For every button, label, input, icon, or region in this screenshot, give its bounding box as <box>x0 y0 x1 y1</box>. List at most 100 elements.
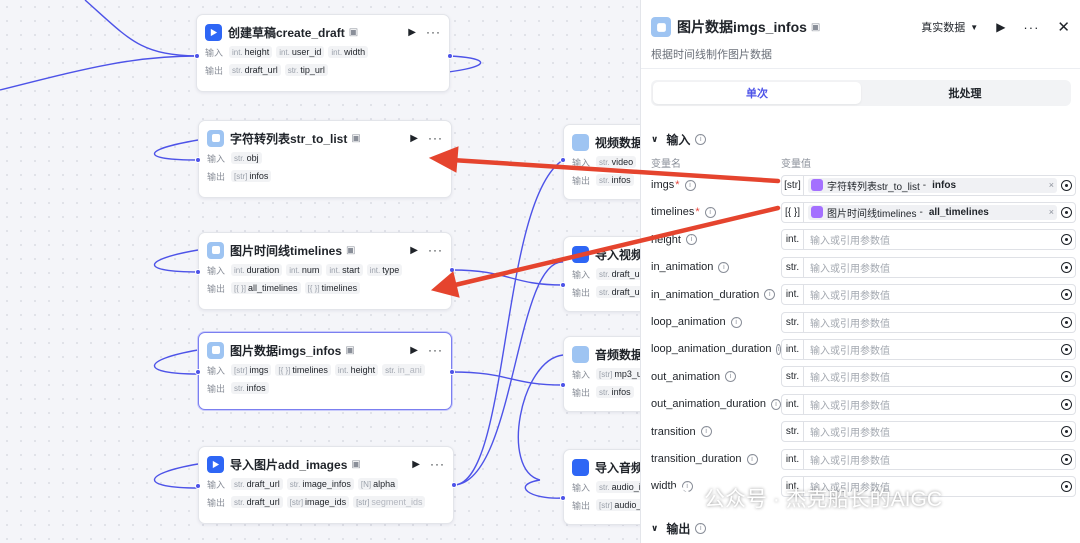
input-tag: str.draft_url <box>596 268 640 280</box>
play-icon[interactable]: ▶ <box>996 20 1006 34</box>
info-icon: i <box>684 179 696 191</box>
play-icon[interactable]: ▶ <box>410 132 418 144</box>
variable-picker-icon[interactable] <box>1061 206 1072 218</box>
output-port[interactable] <box>451 482 457 488</box>
play-icon[interactable]: ▶ <box>410 344 418 356</box>
save-icon: ▣ <box>351 458 361 470</box>
input-port[interactable] <box>195 269 201 275</box>
variable-picker-icon[interactable] <box>1061 453 1072 465</box>
play-icon[interactable]: ▶ <box>408 26 416 38</box>
input-port[interactable] <box>195 369 201 375</box>
variable-picker-icon[interactable] <box>1061 480 1072 492</box>
variable-picker-icon[interactable] <box>1061 234 1072 246</box>
mode-dropdown[interactable]: 真实数据 ▼ <box>921 22 979 34</box>
input-port[interactable] <box>194 53 200 59</box>
input-tag: int.height <box>334 364 379 376</box>
variable-picker-icon[interactable] <box>1061 343 1072 355</box>
tab-batch[interactable]: 批处理 <box>948 88 982 100</box>
panel-header: 图片数据imgs_infos ▣ 真实数据 ▼ ▶ ··· ✕ <box>651 16 1070 38</box>
output-section-header[interactable]: ∨ 输出 i <box>651 520 707 537</box>
more-icon[interactable]: ··· <box>1023 19 1040 35</box>
output-port[interactable] <box>449 267 455 273</box>
param-value-input[interactable]: int.输入或引用参数值 <box>781 229 1076 251</box>
input-tag: str.in_ani <box>382 364 425 376</box>
node-config-panel: 图片数据imgs_infos ▣ 真实数据 ▼ ▶ ··· ✕ 根据时间线制作图… <box>640 0 1080 543</box>
plugin-icon <box>207 241 224 259</box>
param-value-input[interactable]: str.输入或引用参数值 <box>781 421 1076 443</box>
variable-picker-icon[interactable] <box>1061 261 1072 273</box>
param-type: int. <box>782 476 804 496</box>
node-create-draft[interactable]: 创建草稿create_draft ▣ ▶ ··· 输入 int.height i… <box>196 14 450 92</box>
node-title: 音频数据 <box>595 347 640 362</box>
input-port[interactable] <box>560 157 566 163</box>
tab-single[interactable]: 单次 <box>653 82 861 104</box>
reference-chip[interactable]: 字符转列表str_to_list-infos× <box>808 177 1057 193</box>
param-value-input[interactable]: str.输入或引用参数值 <box>781 311 1076 333</box>
param-value-input[interactable]: int.输入或引用参数值 <box>781 475 1076 497</box>
input-port[interactable] <box>560 282 566 288</box>
output-tag: str.draft_url <box>596 286 640 298</box>
variable-picker-icon[interactable] <box>1061 398 1072 410</box>
watermark: 公众号 · 杰克船长的AIGC <box>668 483 942 513</box>
param-type: str. <box>782 422 804 442</box>
info-icon: i <box>695 523 707 534</box>
workflow-canvas[interactable]: 创建草稿create_draft ▣ ▶ ··· 输入 int.height i… <box>0 0 640 543</box>
input-port[interactable] <box>560 382 566 388</box>
input-section-header[interactable]: ∨ 输入 i <box>651 131 707 148</box>
variable-picker-icon[interactable] <box>1061 316 1072 328</box>
param-value-input[interactable]: [str]字符转列表str_to_list-infos× <box>781 174 1076 196</box>
play-box-icon <box>572 245 589 263</box>
input-port[interactable] <box>195 483 201 489</box>
param-type: int. <box>782 230 804 250</box>
variable-picker-icon[interactable] <box>1061 179 1072 191</box>
more-icon[interactable]: ··· <box>428 131 443 145</box>
output-port[interactable] <box>449 157 455 163</box>
node-imgs-infos[interactable]: 图片数据imgs_infos ▣ ▶ ··· 输入 [str]imgs [{ }… <box>198 332 452 410</box>
param-placeholder: 输入或引用参数值 <box>810 345 890 357</box>
param-value-input[interactable]: int.输入或引用参数值 <box>781 393 1076 415</box>
param-value-input[interactable]: str.输入或引用参数值 <box>781 366 1076 388</box>
more-icon[interactable]: ··· <box>428 343 443 357</box>
param-type: str. <box>782 312 804 332</box>
node-timelines[interactable]: 图片时间线timelines ▣ ▶ ··· 输入 int.duration i… <box>198 232 452 310</box>
plugin-icon <box>207 341 224 359</box>
output-tag: str.draft_url <box>231 496 283 508</box>
param-value-input[interactable]: int.输入或引用参数值 <box>781 338 1076 360</box>
info-icon: i <box>718 261 730 273</box>
output-port[interactable] <box>449 369 455 375</box>
variable-picker-icon[interactable] <box>1061 289 1072 301</box>
input-tag: [N]alpha <box>357 478 399 490</box>
input-port[interactable] <box>195 157 201 163</box>
more-icon[interactable]: ··· <box>426 25 441 39</box>
play-icon[interactable]: ▶ <box>412 458 420 470</box>
param-value-input[interactable]: int.输入或引用参数值 <box>781 448 1076 470</box>
variable-picker-icon[interactable] <box>1061 371 1072 383</box>
variable-picker-icon[interactable] <box>1061 426 1072 438</box>
more-icon[interactable]: ··· <box>430 457 445 471</box>
param-type: [{ }] <box>782 202 804 222</box>
reference-chip[interactable]: 图片时间线timelines-all_timelines× <box>808 204 1057 220</box>
input-port[interactable] <box>560 495 566 501</box>
clear-icon[interactable]: × <box>1048 207 1054 218</box>
param-value-input[interactable]: str.输入或引用参数值 <box>781 256 1076 278</box>
node-title: 视频数据 <box>595 135 640 150</box>
node-inputs: 输入 int.duration int.num int.start int.ty… <box>207 261 443 279</box>
node-add-images[interactable]: 导入图片add_images ▣ ▶ ··· 输入 str.draft_url … <box>198 446 454 524</box>
more-icon[interactable]: ··· <box>428 243 443 257</box>
clear-icon[interactable]: × <box>1048 180 1054 190</box>
param-value-input[interactable]: int.输入或引用参数值 <box>781 284 1076 306</box>
param-value-input[interactable]: [{ }]图片时间线timelines-all_timelines× <box>781 201 1076 223</box>
node-inputs: 输入 [str]imgs [{ }]timelines int.height s… <box>207 361 443 379</box>
save-icon[interactable]: ▣ <box>810 21 821 33</box>
close-icon[interactable]: ✕ <box>1057 19 1070 36</box>
node-str-to-list[interactable]: 字符转列表str_to_list ▣ ▶ ··· 输入 str.obj 输出 [… <box>198 120 452 198</box>
param-row-imgs: imgs*i[str]字符转列表str_to_list-infos× <box>651 174 1076 196</box>
output-port[interactable] <box>447 53 453 59</box>
play-icon[interactable]: ▶ <box>410 244 418 256</box>
